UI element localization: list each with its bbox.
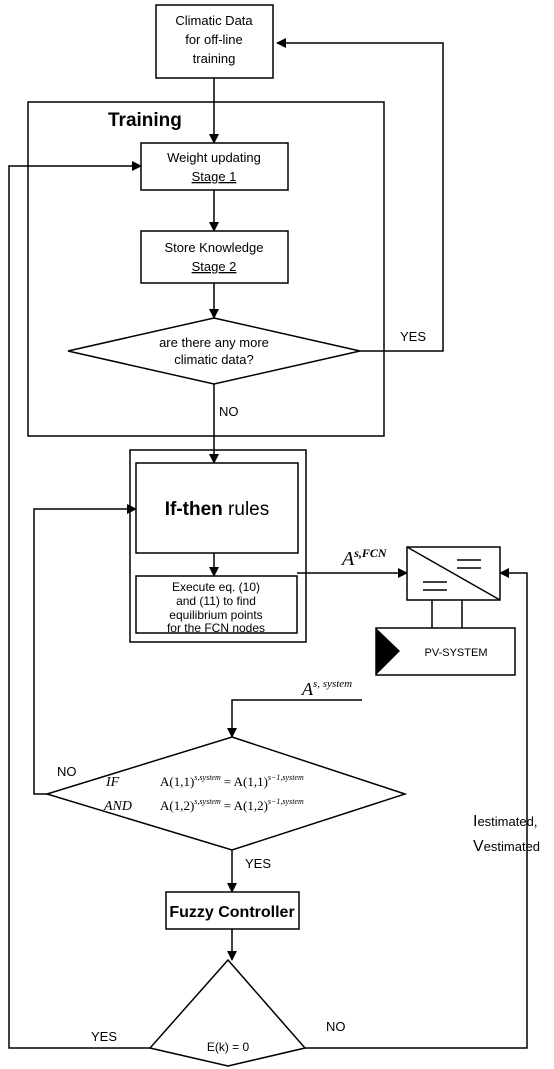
execute-line2: and (11) to find — [176, 594, 256, 608]
convergence-condition — [44, 736, 408, 851]
ifthen-bold: If-then — [165, 499, 223, 520]
i-estimated-label: Iestimated, — [473, 813, 537, 830]
ifthen-rest: rules — [223, 499, 269, 520]
stage1-label: Stage 1 — [192, 169, 237, 184]
no-condition-label: NO — [57, 764, 77, 779]
more-data-line2: climatic data? — [174, 352, 253, 367]
condition-and: AND — [103, 799, 132, 814]
condition-if: IF — [105, 775, 120, 790]
climatic-data-line3: training — [193, 51, 236, 66]
v-estimated-label: Vestimated — [473, 838, 540, 855]
pv-system-label: PV-SYSTEM — [425, 647, 488, 659]
more-data-decision — [67, 317, 361, 385]
climatic-data-line1: Climatic Data — [175, 13, 253, 28]
pv-system-marker-icon — [376, 628, 400, 675]
yes-more-label: YES — [400, 329, 426, 344]
dc-dc-converter — [406, 546, 501, 601]
arrow-pv-to-condition — [227, 699, 362, 738]
yes-loop-to-weight — [8, 161, 150, 1049]
yes-condition-label: YES — [245, 856, 271, 871]
execute-line1: Execute eq. (10) — [172, 580, 260, 594]
no-more-label: NO — [219, 404, 239, 419]
ifthen-rules-label: If-then rules — [165, 499, 270, 520]
climatic-data-box — [155, 4, 274, 79]
training-title: Training — [108, 110, 182, 131]
execute-box — [135, 575, 298, 634]
fuzzy-controller-box — [165, 891, 300, 930]
ifthen-rules-box — [135, 462, 299, 554]
store-knowledge-label: Store Knowledge — [164, 240, 263, 255]
execute-line4: for the FCN nodes — [167, 621, 265, 635]
afcn-sup: s,FCN — [353, 546, 388, 560]
weight-updating-label: Weight updating — [167, 150, 261, 165]
fuzzy-controller-label: Fuzzy Controller — [169, 904, 294, 921]
asys-label: As, system — [301, 678, 352, 699]
weight-updating-box — [140, 142, 289, 191]
climatic-data-line2: for off-line — [185, 32, 243, 47]
asys-base: A — [301, 679, 314, 699]
execute-line3: equilibrium points — [169, 608, 262, 622]
error-decision — [148, 958, 307, 1067]
yes-loop-to-climatic — [276, 38, 444, 352]
stage2-label: Stage 2 — [192, 259, 237, 274]
condition-eq2: A(1,2)s,system= A(1,2)s−1,system — [160, 797, 304, 813]
condition-eq1: A(1,1)s,system= A(1,1)s−1,system — [160, 773, 304, 789]
no-loop-to-converter — [305, 568, 528, 1049]
no-error-label: NO — [326, 1019, 346, 1034]
more-data-line1: are there any more — [159, 335, 269, 350]
afcn-base: A — [340, 548, 355, 570]
store-knowledge-box — [140, 230, 289, 284]
no-loop-to-ifthen — [33, 504, 137, 795]
yes-error-label: YES — [91, 1029, 117, 1044]
error-decision-label: E(k) = 0 — [207, 1040, 250, 1054]
afcn-label: As,FCN — [340, 546, 388, 570]
asys-sup: s, system — [313, 678, 352, 690]
